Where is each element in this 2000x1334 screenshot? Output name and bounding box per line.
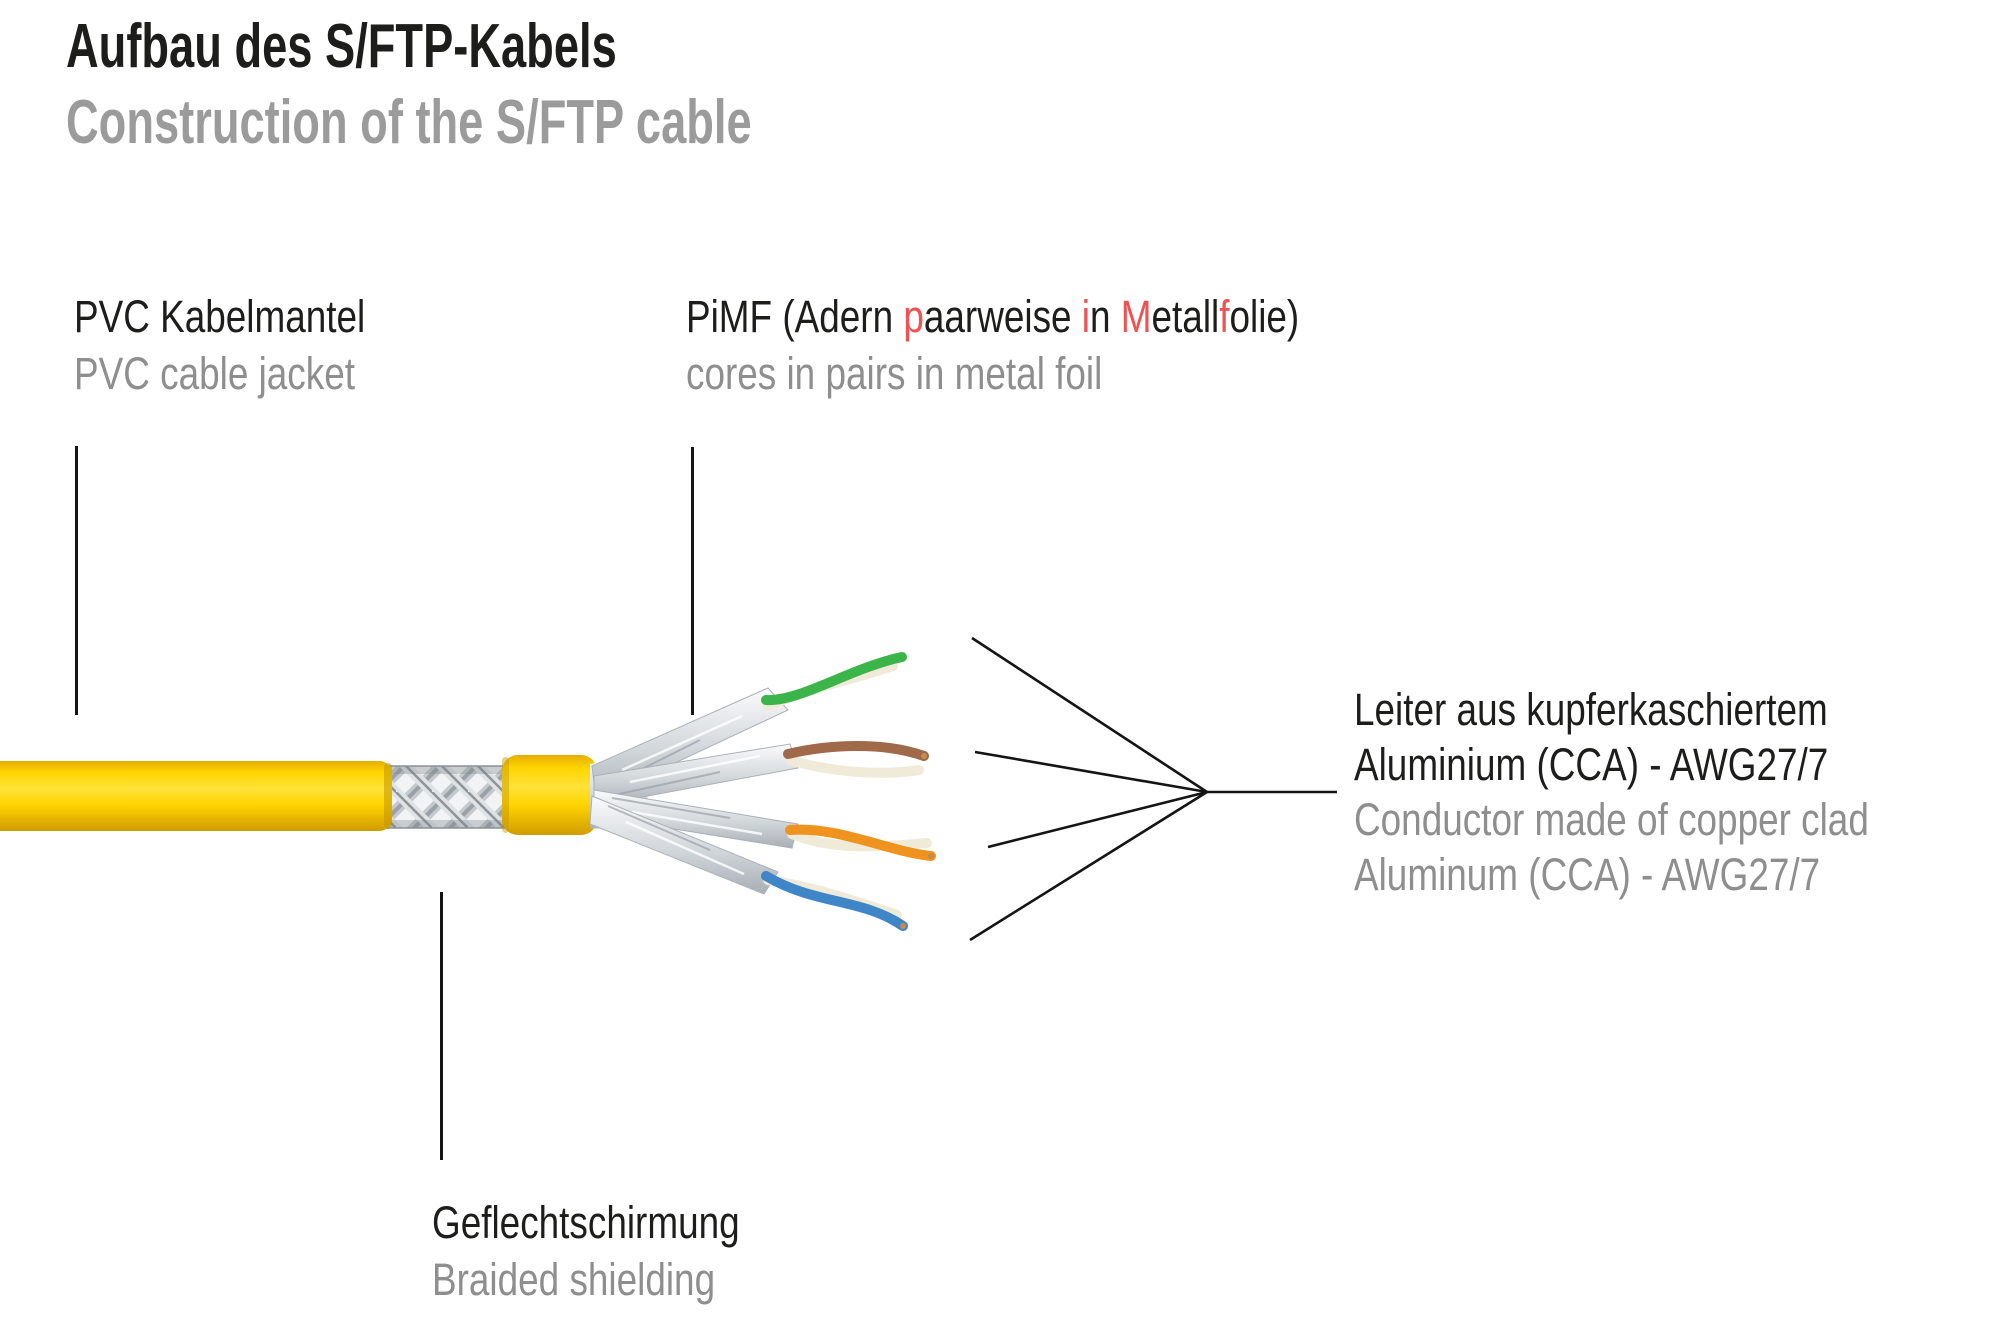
cable-jacket — [0, 761, 392, 831]
conductor-label-en-1: Conductor made of copper clad — [1354, 794, 1869, 845]
callout-pimf: PiMF (Adern paarweise in Metallfolie) co… — [686, 288, 1299, 402]
jacket-ring — [502, 755, 597, 835]
leader-line-pimf — [691, 447, 694, 715]
callout-pvc-jacket: PVC Kabelmantel PVC cable jacket — [74, 288, 365, 402]
foil-pair-blue — [589, 795, 908, 931]
page-title: Aufbau des S/FTP-Kabels — [66, 12, 617, 81]
conductor-label-de-2: Aluminium (CCA) - AWG27/7 — [1354, 739, 1829, 790]
pvc-jacket-label-de: PVC Kabelmantel — [74, 291, 366, 342]
braid-label-de: Geflechtschirmung — [432, 1197, 740, 1248]
braid-label-en: Braided shielding — [432, 1254, 716, 1305]
conductor-fan-lines — [969, 636, 1337, 942]
conductor-label-de-1: Leiter aus kupferkaschiertem — [1354, 684, 1828, 735]
callout-conductor: Leiter aus kupferkaschiertem Aluminium (… — [1354, 682, 1869, 902]
page-subtitle: Construction of the S/FTP cable — [66, 88, 752, 157]
foil-pair-orange — [593, 789, 936, 861]
title-block: Aufbau des S/FTP-Kabels Construction of … — [66, 16, 752, 154]
foil-pair-brown — [593, 741, 929, 807]
leader-line-pvc — [75, 446, 78, 715]
conductor-label-en-2: Aluminum (CCA) - AWG27/7 — [1354, 849, 1821, 900]
callout-braid: Geflechtschirmung Braided shielding — [432, 1194, 740, 1308]
pvc-jacket-label-en: PVC cable jacket — [74, 348, 355, 399]
pimf-label-en: cores in pairs in metal foil — [686, 348, 1103, 399]
braided-shield-section — [385, 765, 507, 829]
leader-line-braid — [440, 892, 443, 1160]
pimf-label-de: PiMF (Adern paarweise in Metallfolie) — [686, 291, 1300, 342]
